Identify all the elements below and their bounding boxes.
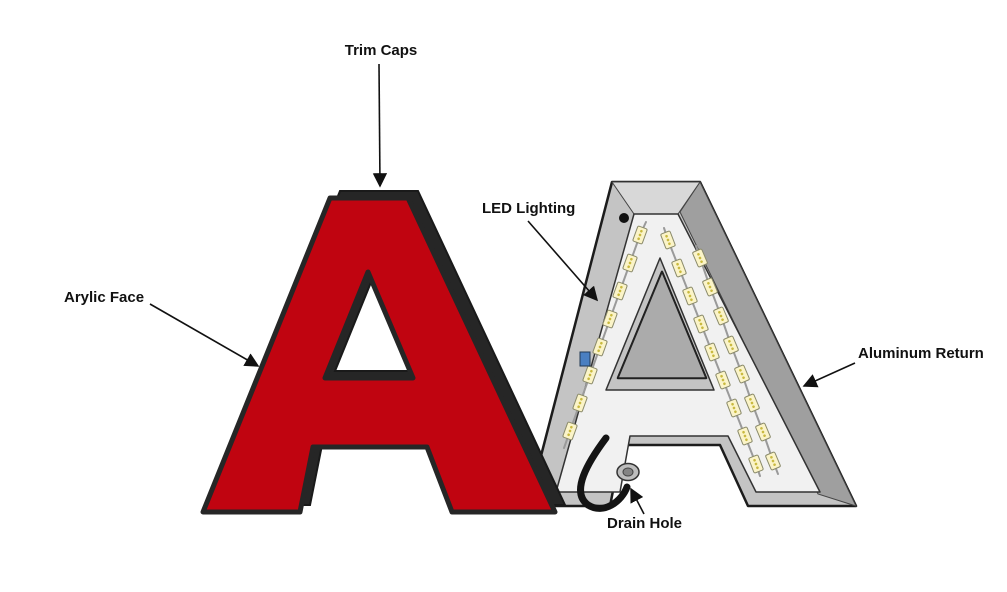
label-aluminum-return: Aluminum Return (858, 345, 984, 362)
acrylic-face (200, 195, 558, 515)
drain-hole-opening (622, 467, 634, 477)
label-led-lighting: LED Lighting (482, 200, 575, 217)
arrow-drain-hole (630, 487, 645, 515)
arrow-led-lighting (527, 220, 599, 302)
drain-assembly (577, 434, 640, 512)
arrow-acrylic-face (149, 303, 260, 367)
arrow-trim-caps (372, 63, 388, 188)
open-channel-letter (526, 180, 858, 508)
power-cable (577, 434, 631, 512)
led-wire-right (695, 245, 779, 475)
label-acrylic-face: Arylic Face (64, 289, 144, 306)
power-connector (579, 351, 591, 367)
letter-counter-island (616, 270, 708, 379)
label-trim-caps: Trim Caps (345, 42, 418, 59)
arrow-aluminum-return (802, 362, 856, 388)
mounting-hole (619, 213, 629, 223)
label-drain-hole: Drain Hole (607, 515, 682, 532)
led-wire-left (563, 221, 647, 449)
faced-channel-letter (200, 190, 567, 515)
